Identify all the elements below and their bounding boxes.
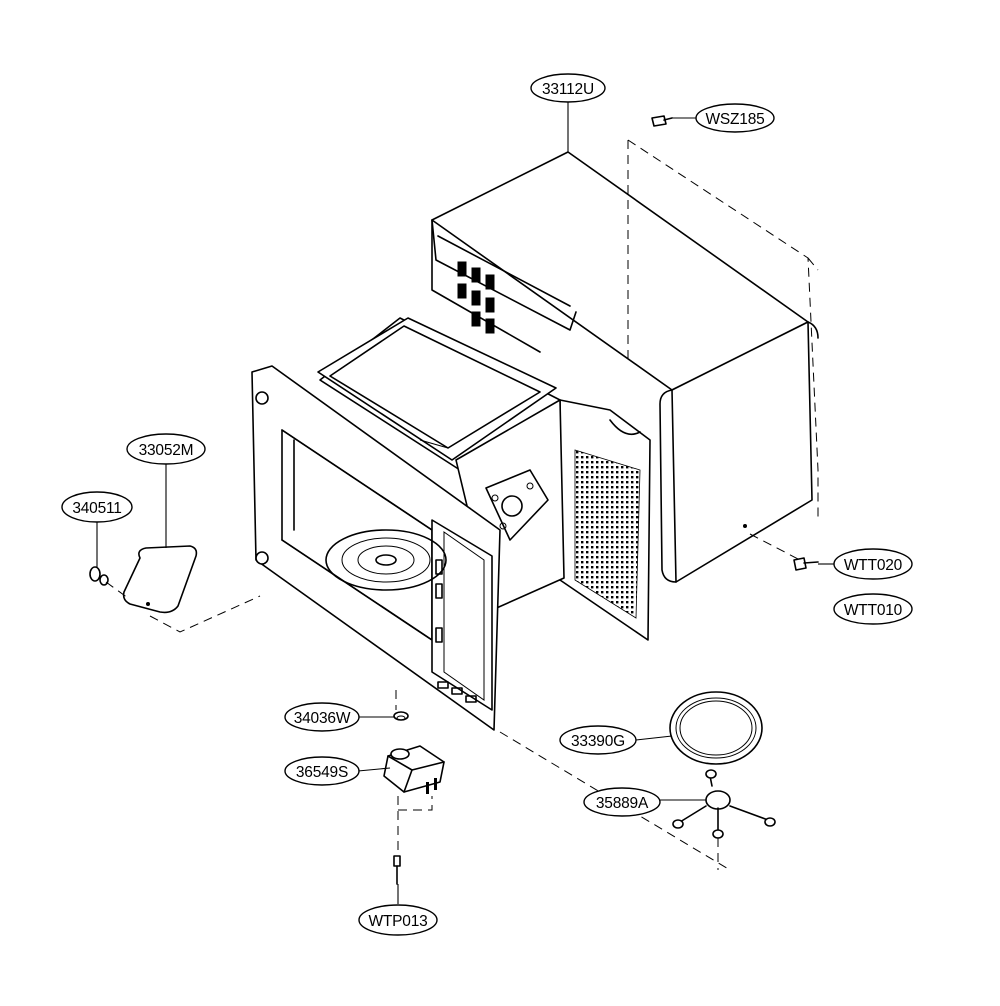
svg-text:34036W: 34036W [294, 710, 351, 727]
glass-tray [669, 691, 763, 765]
motor-coupler [393, 711, 409, 721]
part-label-waveguide-cover: 33052M [126, 433, 206, 465]
cover-fastener [89, 566, 109, 586]
cabinet-screw [651, 115, 673, 127]
part-label-turntable-motor: 36549S [284, 756, 360, 786]
svg-text:36549S: 36549S [296, 764, 348, 781]
turntable-motor [383, 745, 445, 794]
part-label-glass-tray: 33390G [559, 725, 637, 755]
assembly-guides [105, 139, 819, 871]
part-label-rear-screw-a: WTT020 [833, 548, 913, 580]
part-label-cover-fastener: 340511 [61, 491, 133, 523]
part-label-cabinet: 33112U [530, 73, 606, 103]
motor-screw [393, 855, 401, 885]
part-label-cabinet-screw: WSZ185 [695, 103, 775, 133]
svg-text:WTP013: WTP013 [368, 913, 427, 930]
part-label-motor-coupler: 34036W [284, 702, 360, 732]
part-label-motor-screw: WTP013 [358, 904, 438, 936]
leader-lines [96, 102, 834, 904]
rear-screw [793, 557, 819, 571]
svg-text:WSZ185: WSZ185 [705, 111, 764, 128]
svg-text:33390G: 33390G [571, 733, 625, 750]
svg-text:33052M: 33052M [139, 442, 194, 459]
part-label-roller-guide: 35889A [583, 787, 661, 817]
outer-cabinet [431, 151, 819, 583]
svg-text:35889A: 35889A [596, 795, 649, 812]
part-label-rear-screw-b: WTT010 [833, 593, 913, 625]
oven-cavity [251, 317, 651, 731]
waveguide-cover-plate [122, 545, 198, 614]
svg-text:WTT020: WTT020 [844, 557, 903, 574]
svg-text:340511: 340511 [72, 500, 121, 517]
roller-guide [672, 769, 776, 839]
svg-text:33112U: 33112U [542, 81, 594, 98]
svg-text:WTT010: WTT010 [844, 602, 903, 619]
